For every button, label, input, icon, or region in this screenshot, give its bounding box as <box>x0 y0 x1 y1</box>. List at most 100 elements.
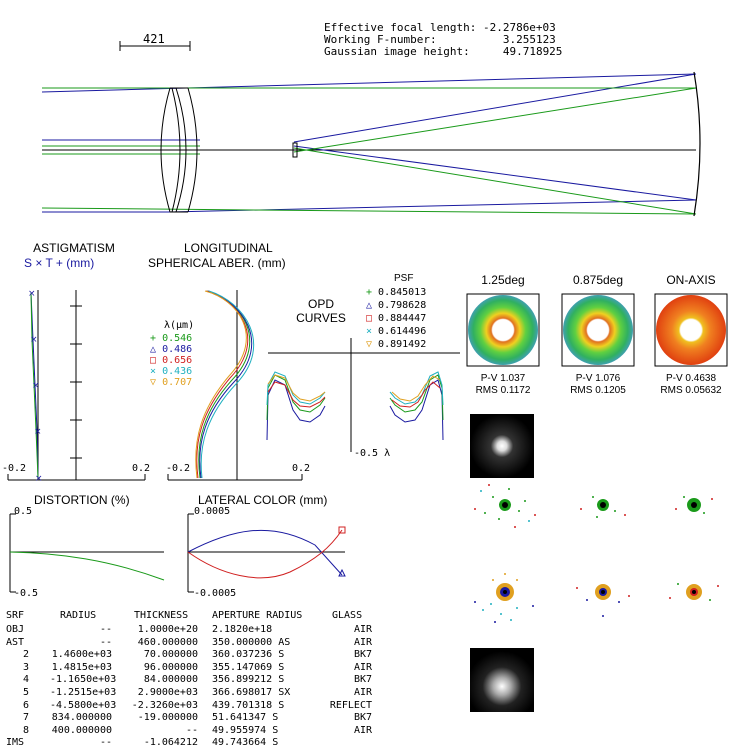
lateral-color-ymax: 0.0005 <box>194 506 231 517</box>
table-cell: -1.064212 <box>143 737 198 749</box>
table-cell: 1.4815e+03 <box>51 661 112 673</box>
table-cell: 2.9000e+03 <box>137 687 198 698</box>
psf-item: △ 0.798628 <box>366 300 427 311</box>
wavelength-item: + 0.546 <box>150 333 192 344</box>
svg-text:×: × <box>30 335 38 345</box>
spherical-title-2: SPHERICAL ABER. (mm) <box>148 256 286 270</box>
lateral-color-title: LATERAL COLOR (mm) <box>198 493 328 507</box>
psf-item: + 0.845013 <box>366 287 427 298</box>
system-info: Effective focal length: -2.2786e+03 Work… <box>324 22 562 58</box>
table-cell: AIR <box>353 624 372 635</box>
wavefront-pv-2: P-V 1.076 <box>575 373 621 384</box>
info-label: Working F-number: <box>324 33 437 46</box>
wavefront-pv-1: P-V 1.037 <box>480 373 526 384</box>
blue-rays <box>41 73 697 213</box>
table-cell: 1.0000e+20 <box>137 624 198 635</box>
table-cell: -4.5800e+03 <box>50 699 117 711</box>
svg-text:×: × <box>34 427 42 437</box>
legend-marker: □ <box>150 355 157 366</box>
svg-text:×: × <box>32 381 40 391</box>
table-cell: BK7 <box>353 649 372 661</box>
spherical-title-1: LONGITUDINAL <box>184 241 273 255</box>
distortion-ymax: 0.5 <box>14 506 33 517</box>
header-srf: SRF <box>6 610 25 621</box>
spot-diagrams <box>474 484 719 623</box>
info-label: Gaussian image height: <box>324 45 470 58</box>
distortion-plot <box>9 513 165 593</box>
psf-image-bottom <box>470 648 534 712</box>
astigmatism-xmin: -0.2 <box>2 463 27 474</box>
wavelength-legend-title: λ(μm) <box>164 320 195 331</box>
astigmatism-title: ASTIGMATISM <box>33 241 115 255</box>
info-value: 3.255123 <box>502 33 556 46</box>
wavelength-item: ▽ 0.707 <box>150 377 192 388</box>
distortion-title: DISTORTION (%) <box>34 493 130 507</box>
wavelength-item: × 0.436 <box>150 366 192 377</box>
lateral-color-plot <box>187 513 346 593</box>
table-cell: -- <box>99 624 112 635</box>
psf-image-top <box>470 414 534 478</box>
legend-marker: + <box>150 333 157 344</box>
table-cell: -2.3260e+03 <box>131 699 198 711</box>
lens-elements <box>160 87 198 213</box>
distortion-ymin: -0.5 <box>14 588 39 599</box>
table-cell: 350.000000 AS <box>212 636 291 648</box>
wavefront-rms-3: RMS 0.05632 <box>660 385 722 396</box>
table-cell: -1.2515e+03 <box>50 687 117 698</box>
wavefront-pv-3: P-V 0.4638 <box>665 373 717 384</box>
legend-value: 0.546 <box>162 333 193 344</box>
secondary-element <box>292 142 298 158</box>
legend-value: 0.486 <box>162 344 193 355</box>
table-cell: -1.1650e+03 <box>50 674 117 686</box>
opd-curves-right <box>389 371 444 441</box>
scale-bar <box>119 41 191 51</box>
table-cell: AIR <box>353 636 372 648</box>
info-value: -2.2786e+03 <box>482 21 556 34</box>
table-cell: 8 <box>22 724 30 736</box>
table-cell: 2.1820e+18 <box>212 624 273 635</box>
psf-item: ▽ 0.891492 <box>366 339 427 350</box>
table-cell: -19.000000 <box>137 712 198 724</box>
table-cell: BK7 <box>353 674 372 686</box>
spherical-xmax: 0.2 <box>292 463 311 474</box>
wavelength-item: □ 0.656 <box>150 355 192 366</box>
table-cell: 5 <box>22 687 30 698</box>
scale-bar-label: 421 <box>143 32 165 46</box>
astigmatism-plot: ××××× <box>7 289 146 484</box>
legend-marker: × <box>150 366 157 377</box>
table-cell: 84.000000 <box>143 674 198 686</box>
green-rays <box>41 87 697 215</box>
table-cell: IMS <box>6 737 25 749</box>
legend-value: 0.436 <box>162 366 193 377</box>
table-cell: 834.000000 <box>51 712 112 724</box>
table-cell: REFLECT <box>329 699 372 711</box>
table-cell: 96.000000 <box>143 661 198 673</box>
table-cell: AIR <box>353 687 372 698</box>
opd-title-2: CURVES <box>296 311 346 325</box>
psf-legend: + 0.845013 △ 0.798628 □ 0.884447 × 0.614… <box>366 286 426 351</box>
psf-item: □ 0.884447 <box>366 313 427 324</box>
header-thickness: THICKNESS <box>134 610 189 621</box>
table-cell: 360.037236 S <box>212 649 285 661</box>
wavefront-label-2: 0.875deg <box>572 273 624 287</box>
info-line-fnum: Working F-number: 3.255123 <box>324 34 562 46</box>
table-cell: AIR <box>353 661 372 673</box>
table-cell: AST <box>6 636 25 648</box>
table-cell: 366.698017 SX <box>212 687 291 698</box>
svg-text:×: × <box>35 474 43 484</box>
table-cell: 400.000000 <box>51 724 112 736</box>
psf-value: 0.614496 <box>378 326 427 337</box>
legend-marker: ▽ <box>150 377 157 388</box>
table-cell: 1.4600e+03 <box>51 649 112 661</box>
table-cell: 4 <box>22 674 30 686</box>
wavelength-item: △ 0.486 <box>150 344 192 355</box>
table-cell: 6 <box>22 699 30 711</box>
table-cell: 439.701318 S <box>212 699 285 711</box>
table-cell: 3 <box>22 661 30 673</box>
wavefront-label-3: ON-AXIS <box>666 273 716 287</box>
psf-value: 0.884447 <box>378 313 427 324</box>
info-line-imgh: Gaussian image height: 49.718925 <box>324 46 562 58</box>
spherical-aberration-plot <box>167 290 303 481</box>
table-cell: 356.899212 S <box>212 674 285 686</box>
